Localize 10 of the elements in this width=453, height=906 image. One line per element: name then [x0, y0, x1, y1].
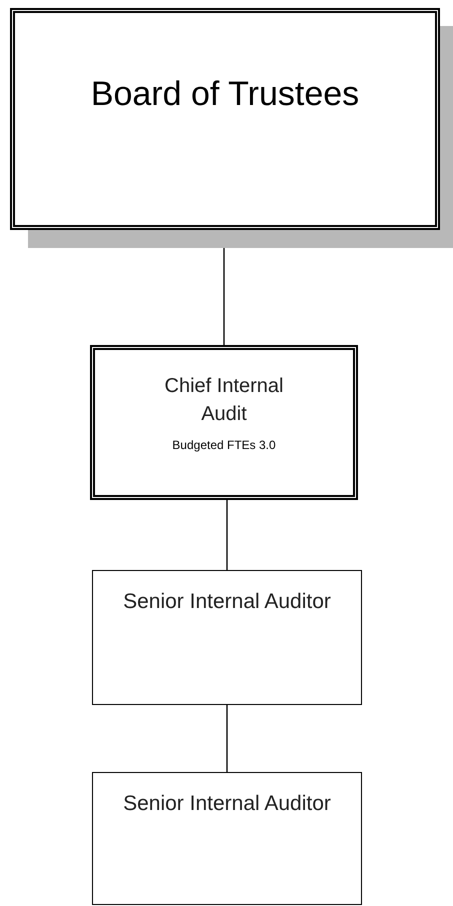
- position-box: [90, 345, 358, 500]
- position-title: Senior Internal Auditor: [123, 791, 331, 817]
- position-box: [92, 772, 362, 905]
- connector-line: [226, 705, 228, 772]
- fte-note: Budgeted FTEs 3.0: [172, 437, 276, 454]
- connector-line: [226, 500, 228, 570]
- position-title: Chief Internal Audit: [164, 374, 284, 427]
- position-box: [92, 570, 362, 705]
- position-title: Senior Internal Auditor: [123, 589, 331, 615]
- position-title: Board of Trustees: [90, 74, 360, 115]
